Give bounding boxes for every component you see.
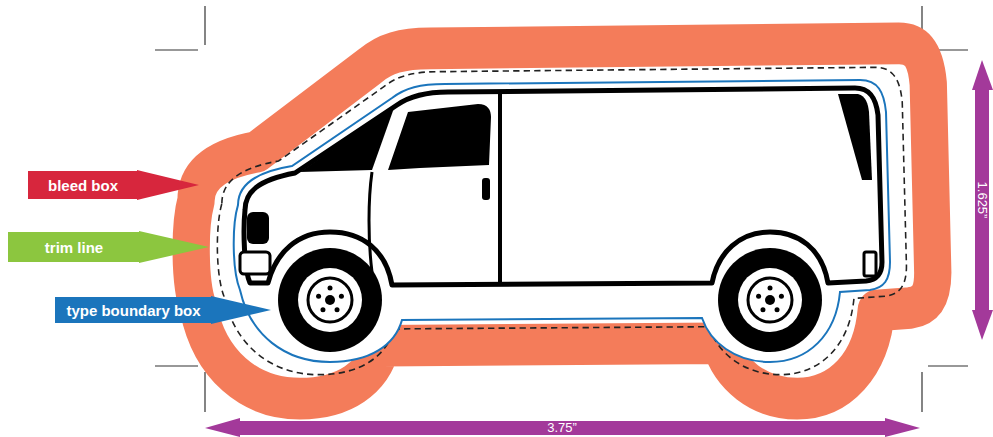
- lug-nut: [779, 294, 784, 299]
- lug-nut: [775, 307, 780, 312]
- pointer-head: [137, 170, 199, 200]
- callout-pointer: [137, 170, 201, 200]
- type-boundary-line: [234, 80, 890, 362]
- callout-label: type boundary box: [66, 302, 200, 319]
- lug-nut: [316, 294, 321, 299]
- van-drawing: [240, 88, 882, 352]
- callout-pointer: [139, 231, 211, 263]
- bleed-box-tag: bleed box: [28, 171, 138, 199]
- pointer-head: [211, 296, 271, 324]
- height-dimension-label: 1.625”: [975, 182, 989, 219]
- lug-nut: [760, 307, 765, 312]
- bleed-outline: [191, 43, 933, 398]
- width-dimension: [205, 418, 920, 437]
- callout-pointer: [211, 296, 273, 324]
- lug-nut: [768, 286, 773, 291]
- crop-marks: [155, 6, 968, 412]
- callout-label: bleed box: [48, 177, 118, 194]
- lug-nut: [756, 294, 761, 299]
- height-dimension: [972, 60, 993, 340]
- lug-nut: [335, 307, 340, 312]
- trim-line: [217, 67, 906, 374]
- rear-wheel: [718, 248, 822, 352]
- lug-nut: [328, 286, 333, 291]
- front-wheel: [278, 248, 382, 352]
- trim-line-tag: trim line: [8, 232, 140, 262]
- lug-nut: [320, 307, 325, 312]
- width-dimension-label: 3.75”: [547, 421, 577, 435]
- type-boundary-tag: type boundary box: [55, 297, 212, 323]
- pointer-head: [139, 231, 209, 263]
- lug-nut: [339, 294, 344, 299]
- callout-label: trim line: [45, 239, 103, 256]
